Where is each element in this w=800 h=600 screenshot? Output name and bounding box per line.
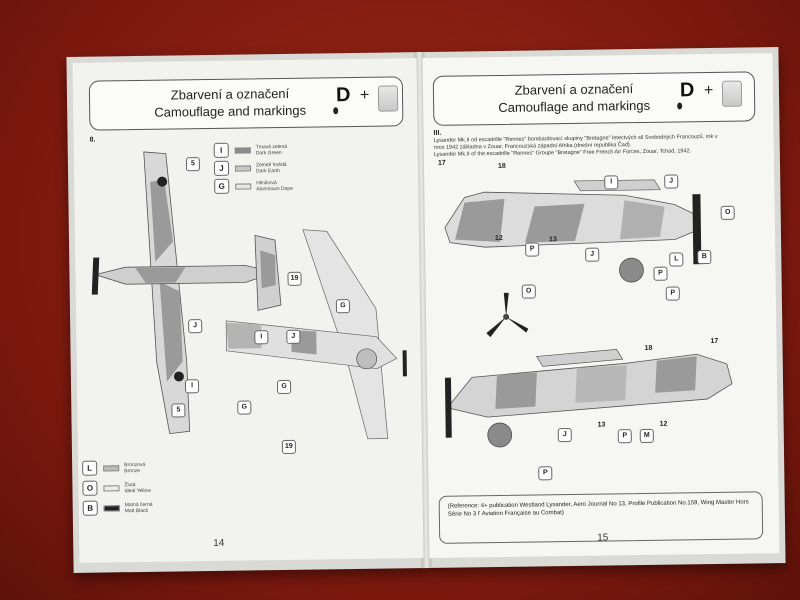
callout-18b: 18 (644, 344, 653, 352)
callout-P-c: P (665, 286, 680, 301)
callout-18: 18 (497, 162, 506, 170)
callout-J-b: J (286, 329, 301, 344)
legend-name-en: Matt Black (124, 507, 149, 514)
callout-I: I (184, 379, 200, 394)
callout-P-e: P (538, 466, 553, 481)
callout-L: L (669, 252, 684, 267)
left-page: Zbarvení a označení Camouflage and marki… (72, 58, 424, 563)
aircraft-side-views-drawing (444, 179, 733, 448)
callout-P: P (525, 242, 540, 257)
legend-code: O (82, 480, 98, 496)
legend-name-cs: Matná černá (124, 501, 153, 508)
callout-M: M (639, 428, 654, 444)
legend-code: B (82, 500, 98, 516)
callout-G-b: G (276, 379, 292, 395)
callout-5: 5 (185, 157, 201, 172)
callout-13: 13 (548, 236, 557, 244)
callout-G-c: G (237, 400, 252, 415)
aircraft-top-view-drawing (91, 151, 407, 440)
callout-J: J (664, 174, 679, 189)
callout-19b: 19 (281, 439, 296, 455)
legend-swatch (103, 484, 120, 492)
legend-name-cs: Bronzová (124, 461, 146, 468)
legend-name-en: Bronze (124, 467, 141, 474)
callout-17: 17 (437, 159, 446, 167)
instruction-booklet: Zbarvení a označení Camouflage and marki… (66, 47, 786, 573)
right-page-number: 15 (597, 532, 609, 544)
callout-J-b: J (585, 247, 600, 262)
reference-text: (Reference: 4+ publication Westland Lysa… (447, 499, 749, 518)
callout-O: O (720, 205, 735, 220)
callout-I: I (604, 175, 619, 190)
callout-13b: 13 (597, 421, 606, 429)
callout-J: J (188, 319, 203, 334)
right-page: Zbarvení a označení Camouflage and marki… (422, 53, 780, 558)
legend-swatch (103, 504, 120, 512)
legend-name-en: Ideal Yellow (124, 487, 151, 494)
callout-O-b: O (521, 284, 536, 299)
callout-P-b: P (653, 266, 668, 281)
callout-19: 19 (287, 271, 302, 286)
callout-12b: 12 (659, 420, 668, 428)
callout-5b: 5 (171, 403, 186, 418)
callout-J-c: J (557, 427, 572, 443)
legend-code: L (82, 460, 98, 476)
callout-P-d: P (617, 429, 632, 444)
callout-12: 12 (494, 234, 503, 243)
callout-17b: 17 (710, 337, 719, 346)
left-page-number: 14 (213, 537, 225, 549)
callout-I-b: I (254, 330, 269, 345)
callout-G: G (335, 299, 351, 314)
legend-swatch (103, 464, 120, 472)
callout-B: B (697, 250, 712, 265)
